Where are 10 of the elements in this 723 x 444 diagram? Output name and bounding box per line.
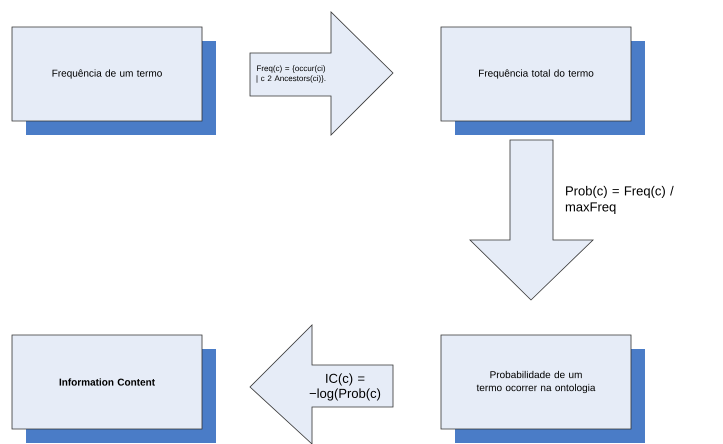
edge-label: Prob(c) = Freq(c) / maxFreq [566, 186, 674, 214]
process-box: Frequência total do termo [440, 26, 645, 135]
process-box: Frequência de um termo [12, 26, 216, 135]
edge-label: IC(c) = −log(Prob(c) [310, 373, 380, 401]
process-box: Probabilidade de um termo ocorrer na ontologia [440, 334, 645, 443]
process-box: Information Content [12, 334, 216, 443]
edge-label: Freq(c) = {occur(ci) | c 2 Ancestors(ci)}. [256, 65, 326, 83]
block-arrow [469, 140, 594, 301]
block-arrow [250, 11, 394, 136]
block-arrow [249, 324, 394, 444]
